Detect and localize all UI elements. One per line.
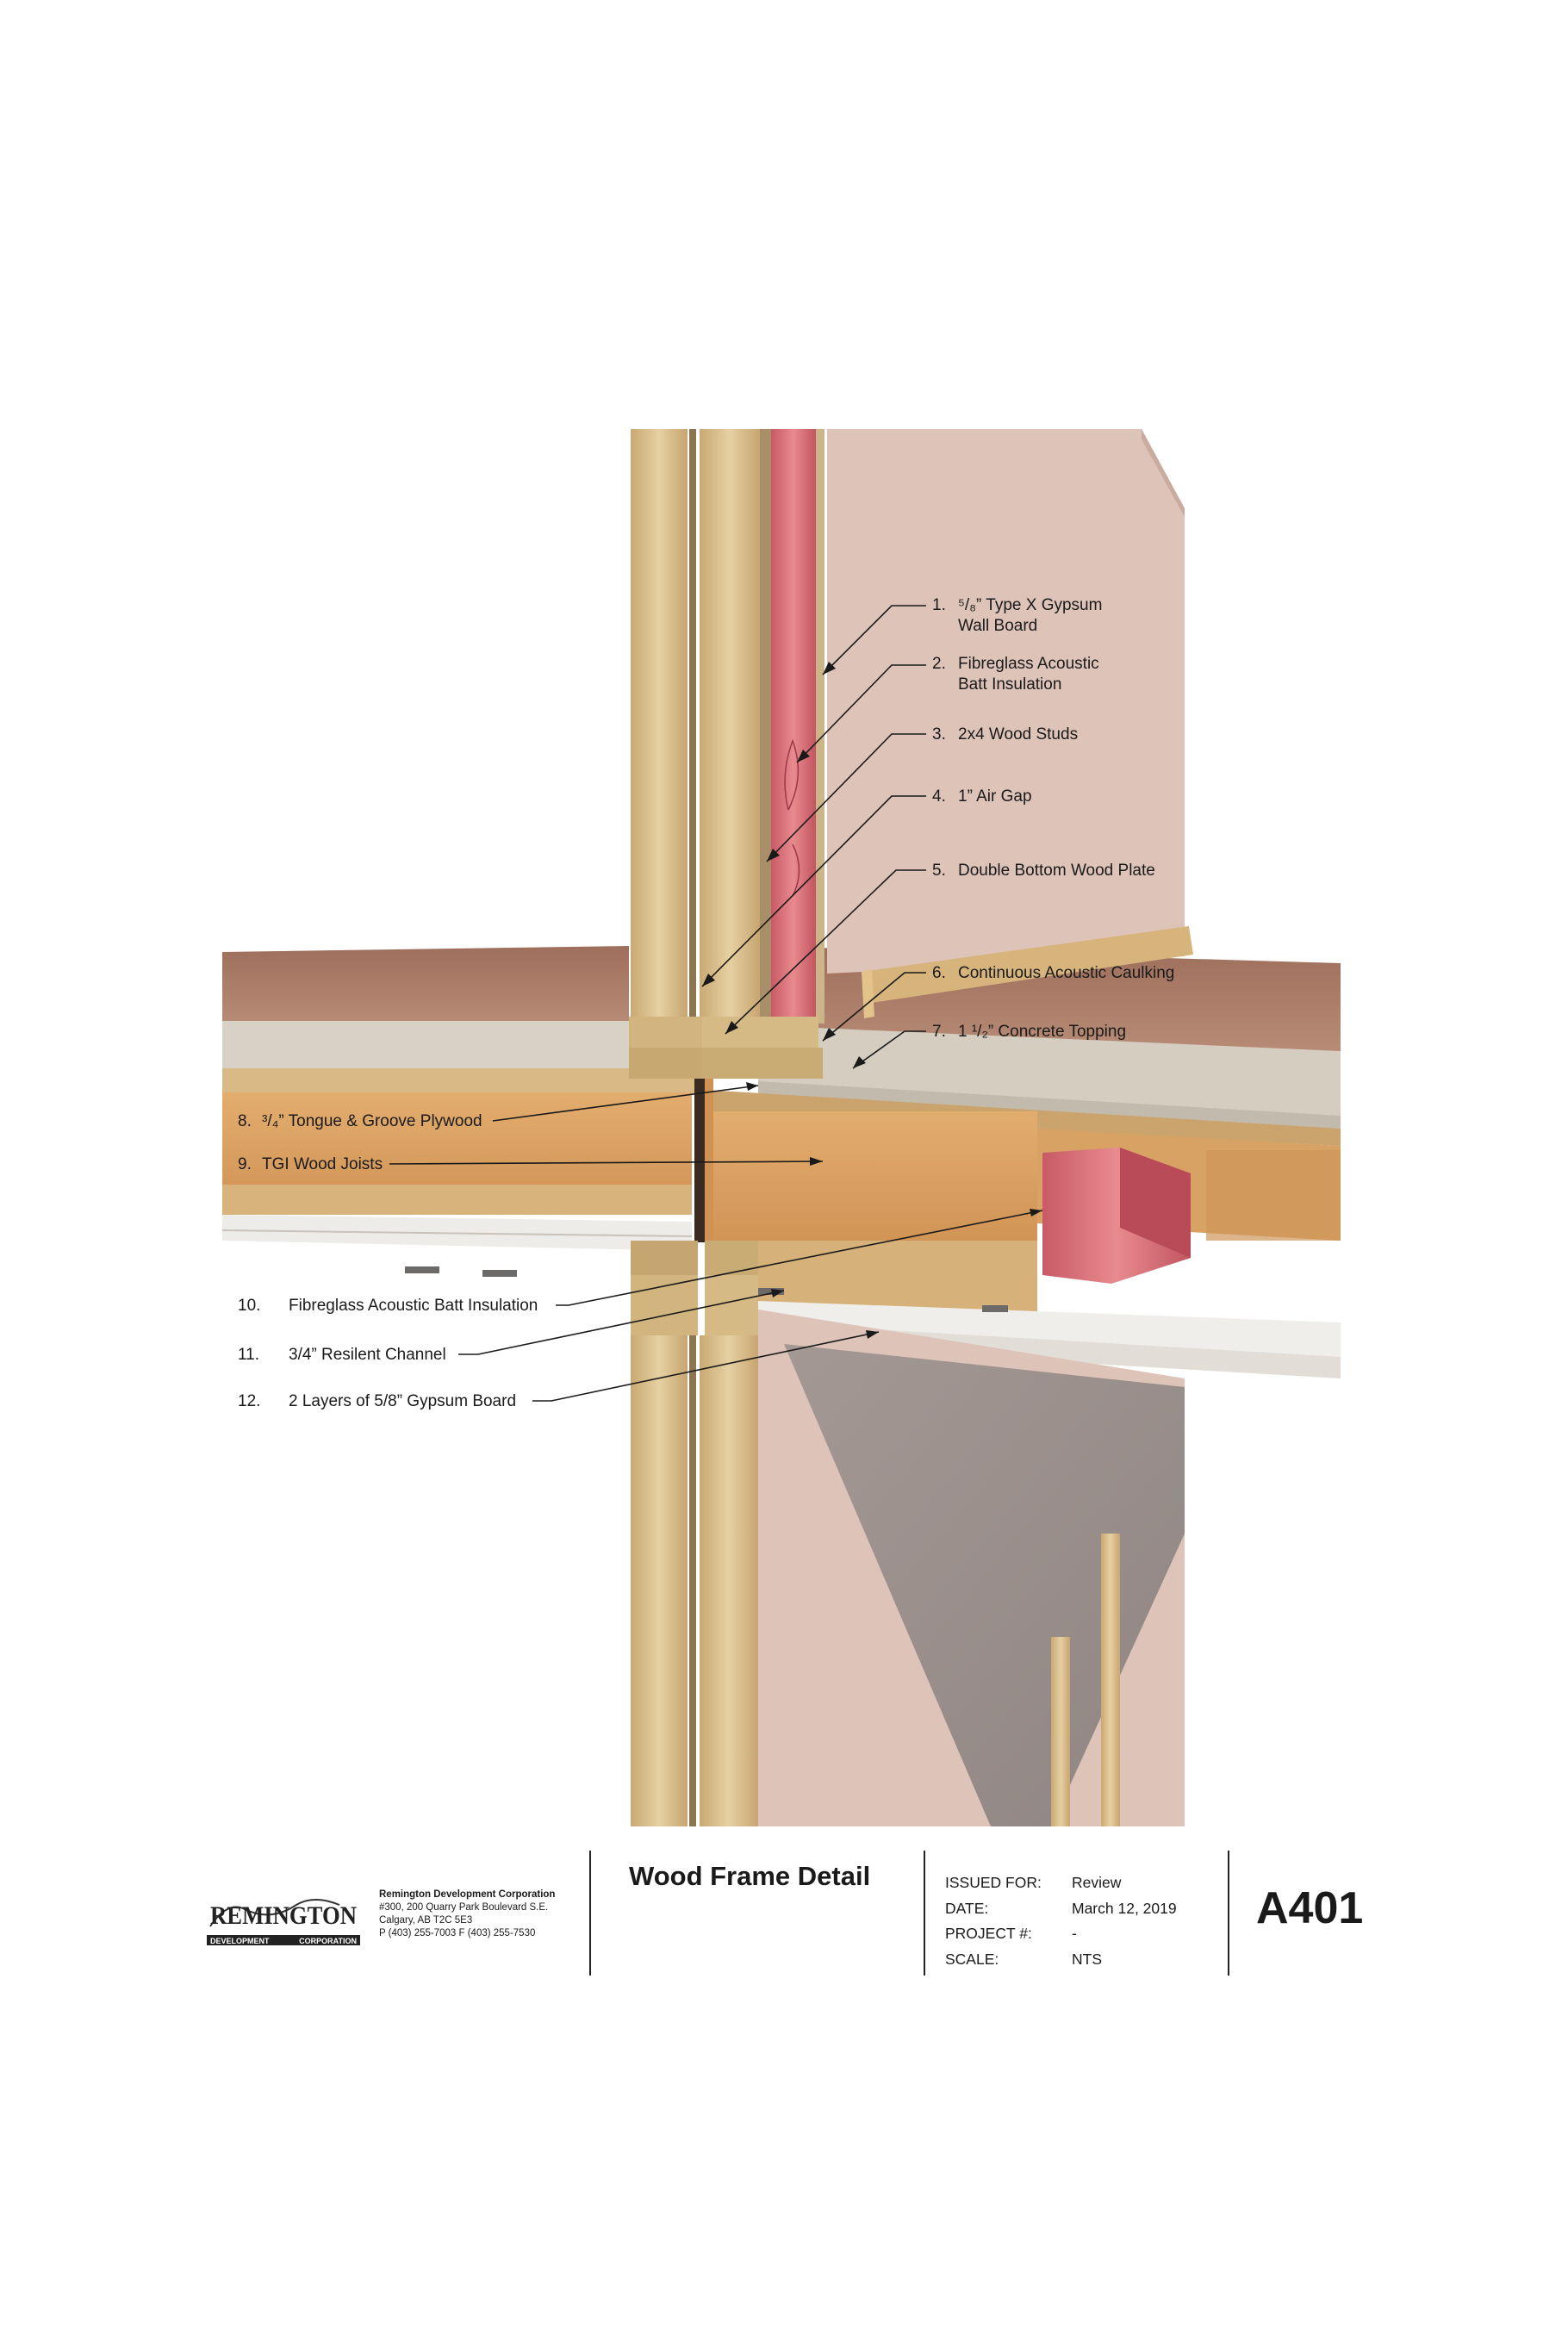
scale-row: SCALE: NTS [945, 1947, 1177, 1973]
svg-text:4.: 4. [932, 787, 946, 806]
company-address-line1: #300, 200 Quarry Park Boulevard S.E. [379, 1902, 549, 1913]
svg-text:Continuous Acoustic Caulking: Continuous Acoustic Caulking [958, 964, 1174, 982]
svg-text:10.: 10. [238, 1297, 260, 1315]
remington-logo: REMINGTON DEVELOPMENT CORPORATION [207, 1899, 360, 1945]
svg-text:³/₄” Tongue & Groove Plywood: ³/₄” Tongue & Groove Plywood [262, 1112, 482, 1130]
svg-text:7.: 7. [932, 1023, 946, 1041]
svg-text:TGI Wood Joists: TGI Wood Joists [262, 1155, 383, 1173]
callout-1: 1. ⁵/₈” Type X Gypsum Wall Board [932, 596, 1102, 635]
resilient-channels [405, 1266, 1008, 1312]
svg-text:2x4 Wood Studs: 2x4 Wood Studs [958, 725, 1078, 744]
title-divider-2 [924, 1851, 925, 1976]
upper-gypsum-wall [827, 429, 1185, 974]
project-row: PROJECT #: - [945, 1921, 1177, 1947]
callout-10: 10. Fibreglass Acoustic Batt Insulation [238, 1297, 538, 1315]
svg-text:DEVELOPMENT: DEVELOPMENT [210, 1937, 270, 1945]
concrete-topping-layer [222, 1021, 1341, 1130]
issued-for-label: ISSUED FOR: [945, 1874, 1042, 1891]
date-label: DATE: [945, 1899, 989, 1917]
svg-text:1” Air Gap: 1” Air Gap [958, 787, 1032, 806]
svg-text:Fibreglass Acoustic Batt Insul: Fibreglass Acoustic Batt Insulation [289, 1297, 538, 1315]
svg-text:Wall Board: Wall Board [958, 617, 1037, 635]
scale-label: SCALE: [945, 1950, 999, 1968]
date-value: March 12, 2019 [1072, 1899, 1177, 1917]
title-divider-1 [589, 1851, 591, 1976]
svg-text:Double Bottom Wood Plate: Double Bottom Wood Plate [958, 862, 1155, 880]
callout-4: 4. 1” Air Gap [932, 787, 1032, 806]
callout-7: 7. 1 ¹/₂” Concrete Topping [932, 1023, 1126, 1041]
svg-text:3/4” Resilent Channel: 3/4” Resilent Channel [289, 1346, 446, 1364]
svg-text:5.: 5. [932, 862, 946, 880]
callout-12: 12. 2 Layers of 5/8” Gypsum Board [238, 1392, 516, 1410]
upper-wall-batt-insulation [771, 429, 816, 1025]
svg-text:REMINGTON: REMINGTON [210, 1901, 357, 1930]
svg-text:6.: 6. [932, 964, 946, 982]
svg-text:12.: 12. [238, 1392, 260, 1410]
callout-9: 9. TGI Wood Joists [238, 1155, 383, 1173]
issued-for-row: ISSUED FOR: Review [945, 1870, 1177, 1896]
upper-wall-studs [631, 429, 824, 1024]
svg-text:3.: 3. [932, 725, 946, 744]
lower-gypsum-wall [758, 1310, 1185, 1826]
callout-2: 2. Fibreglass Acoustic Batt Insulation [932, 655, 1099, 694]
svg-text:11.: 11. [238, 1346, 259, 1364]
svg-text:1 ¹/₂” Concrete Topping: 1 ¹/₂” Concrete Topping [958, 1023, 1126, 1041]
svg-text:⁵/₈” Type X Gypsum: ⁵/₈” Type X Gypsum [958, 596, 1102, 614]
sheet-info-table: ISSUED FOR: Review DATE: March 12, 2019 … [945, 1870, 1177, 1972]
leader-lines [389, 605, 1043, 1402]
double-bottom-plate [629, 1017, 823, 1079]
project-label: PROJECT #: [945, 1925, 1032, 1942]
company-name: Remington Development Corporation [379, 1889, 556, 1900]
ceiling-gypsum [221, 1215, 1341, 1378]
callout-6: 6. Continuous Acoustic Caulking [932, 964, 1174, 982]
svg-text:Batt Insulation: Batt Insulation [958, 675, 1061, 694]
svg-text:2.: 2. [932, 655, 946, 673]
svg-text:1.: 1. [932, 596, 946, 614]
company-address-line2: Calgary, AB T2C 5E3 [379, 1915, 473, 1926]
sheet-title: Wood Frame Detail [629, 1861, 871, 1891]
title-divider-3 [1228, 1851, 1229, 1976]
scale-value: NTS [1072, 1950, 1102, 1968]
ceiling-batt-insulation [1042, 1148, 1191, 1284]
callout-8: 8. ³/₄” Tongue & Groove Plywood [238, 1112, 482, 1130]
lower-wall-studs [631, 1241, 758, 1826]
svg-text:CORPORATION: CORPORATION [299, 1937, 357, 1945]
callout-5: 5. Double Bottom Wood Plate [932, 862, 1155, 880]
callout-3: 3. 2x4 Wood Studs [932, 725, 1078, 744]
issued-for-value: Review [1072, 1874, 1122, 1891]
company-info: Remington Development Corporation #300, … [379, 1888, 555, 1940]
sheet-number: A401 [1256, 1883, 1364, 1933]
svg-text:9.: 9. [238, 1155, 252, 1173]
callout-11: 11. 3/4” Resilent Channel [238, 1346, 446, 1364]
company-phone: P (403) 255-7003 F (403) 255-7530 [379, 1928, 536, 1938]
svg-text:8.: 8. [238, 1112, 252, 1130]
date-row: DATE: March 12, 2019 [945, 1896, 1177, 1922]
project-value: - [1072, 1925, 1077, 1942]
svg-text:Fibreglass Acoustic: Fibreglass Acoustic [958, 655, 1099, 673]
floor-rim-blocking [694, 1079, 713, 1242]
svg-text:2 Layers of 5/8” Gypsum Board: 2 Layers of 5/8” Gypsum Board [289, 1392, 516, 1410]
